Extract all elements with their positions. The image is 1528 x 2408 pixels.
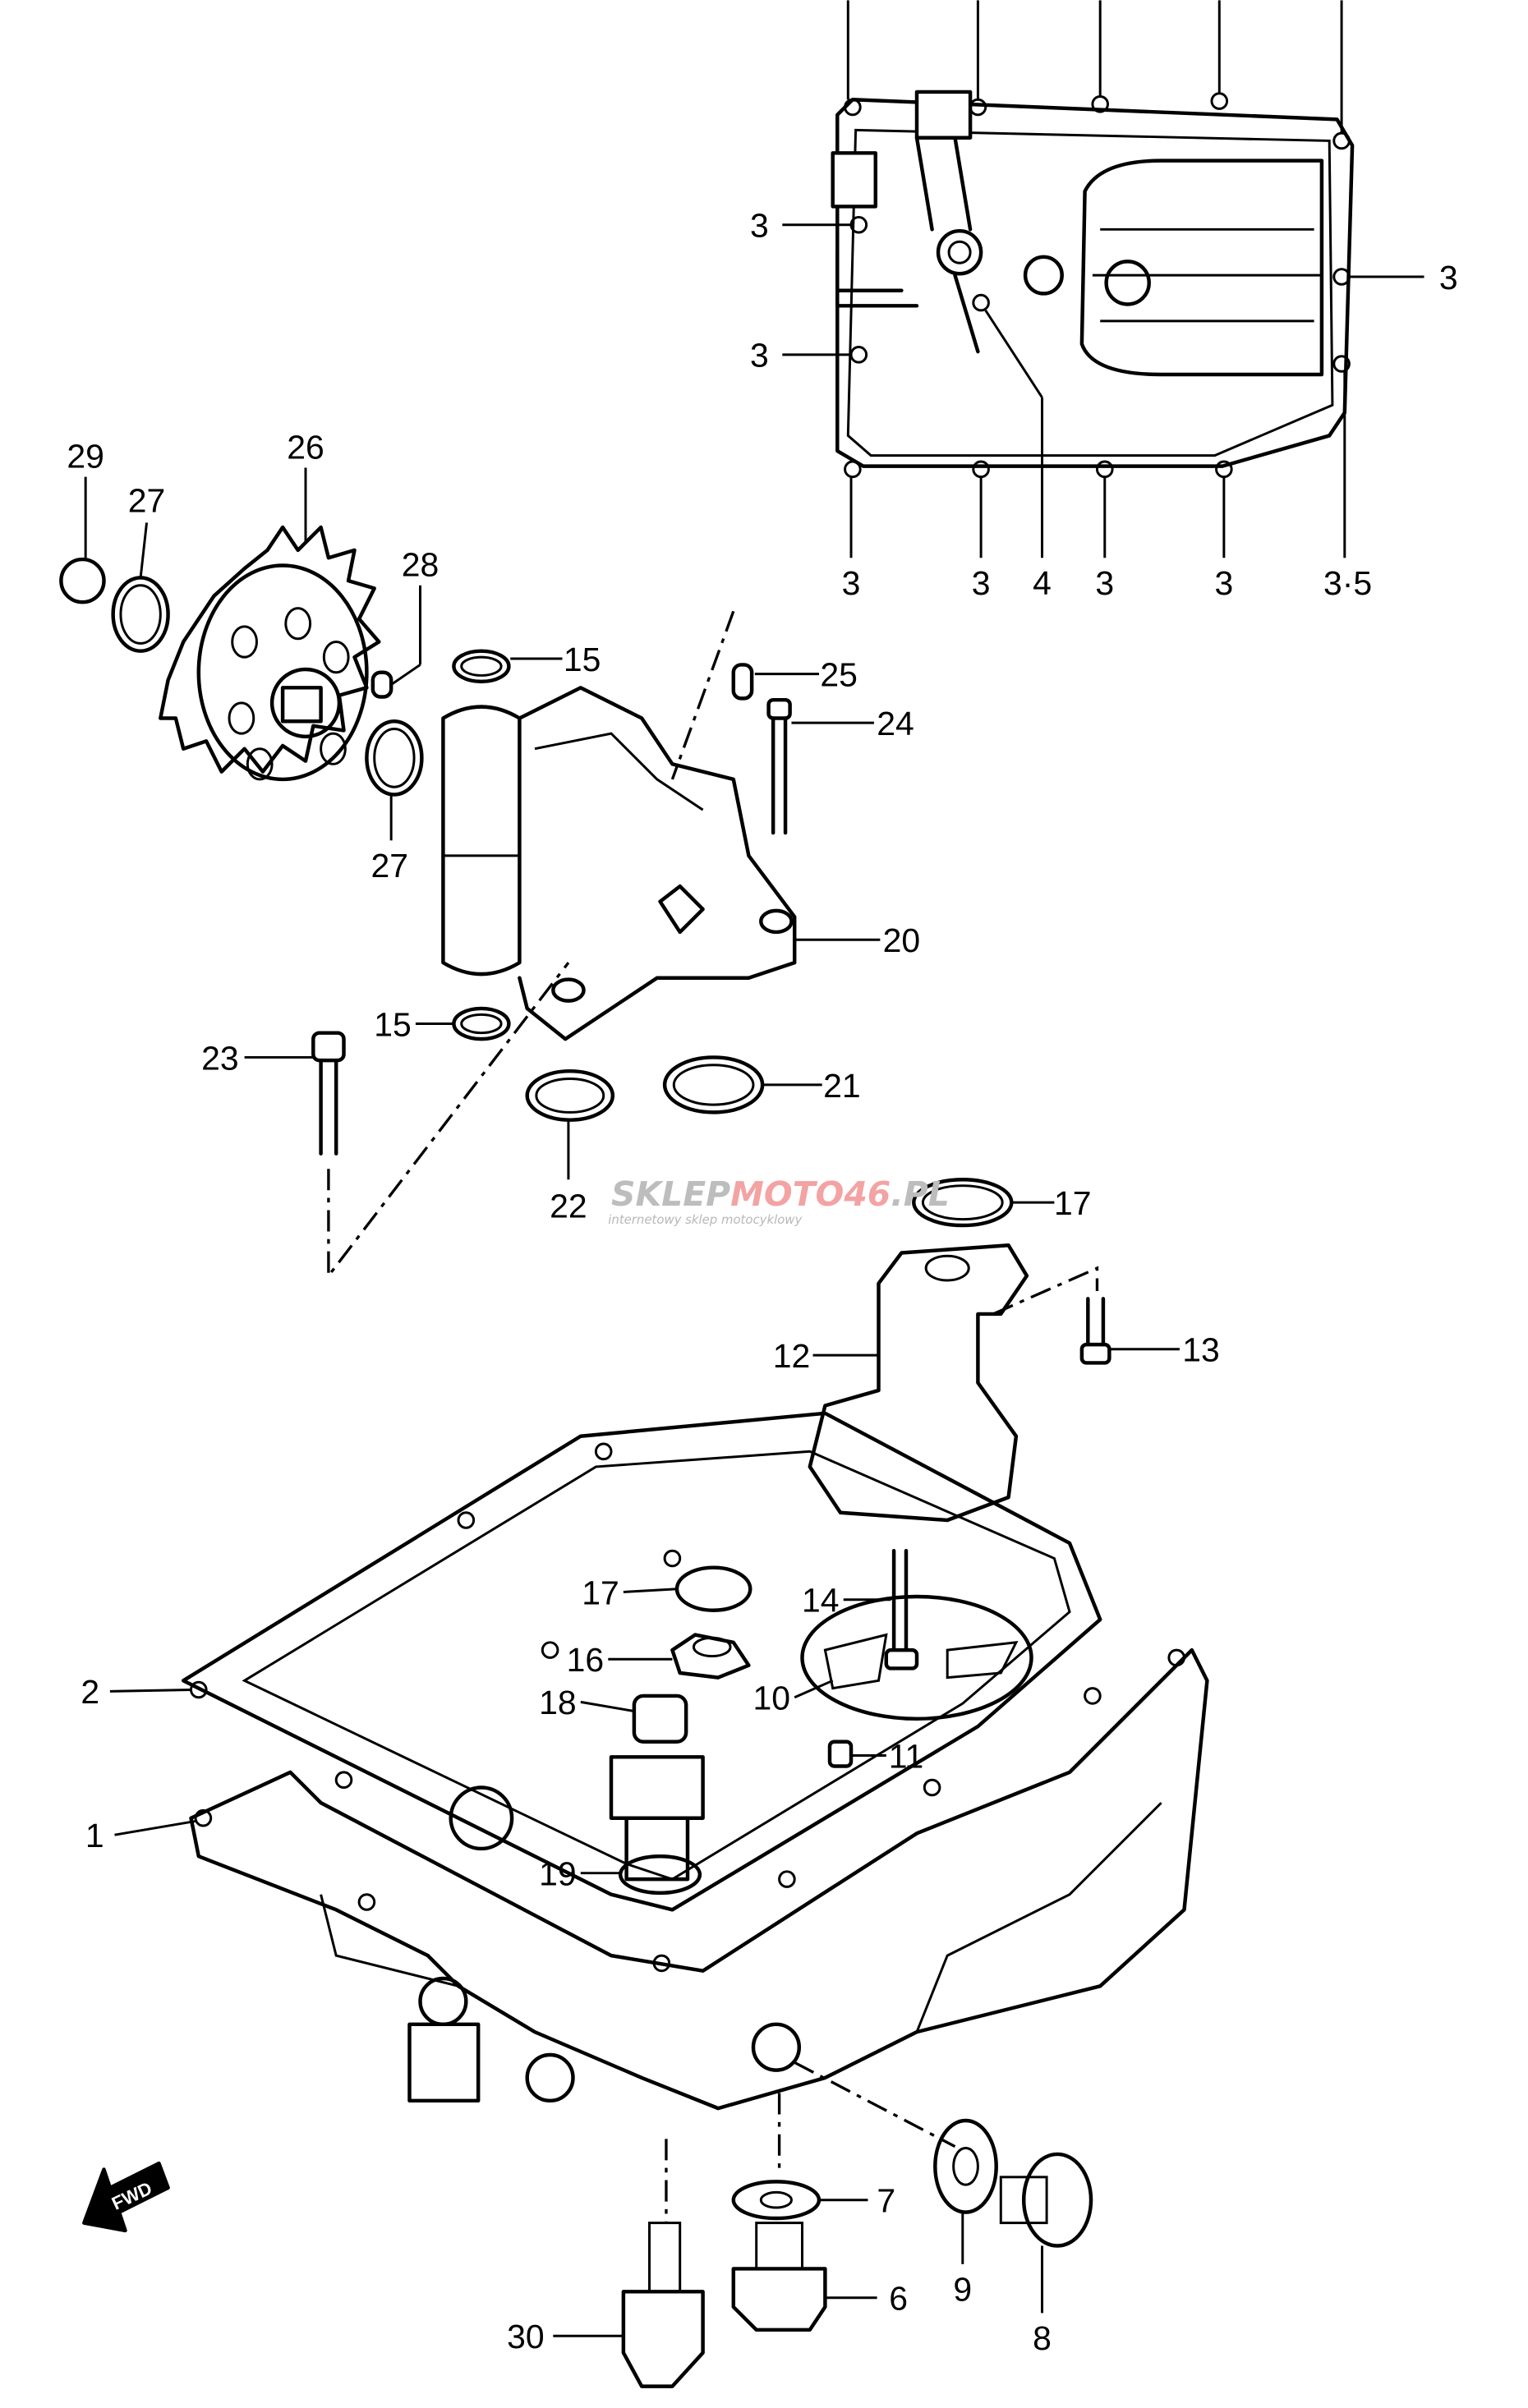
- callout-labels: 3 3 3 3 3 4 3 3 3·5 29 27 26 28 15 25 24…: [67, 207, 1457, 2357]
- callout-1: 1: [85, 1817, 104, 1854]
- callout-3: 3: [972, 564, 991, 602]
- callout-19: 19: [539, 1855, 577, 1893]
- oil-pan-top-view: [782, 0, 1424, 558]
- callout-3: 3: [750, 207, 769, 245]
- callout-4: 4: [1033, 564, 1052, 602]
- callout-3: 3: [1439, 259, 1458, 296]
- callout-25: 25: [820, 655, 858, 693]
- callout-27: 27: [128, 481, 166, 519]
- callout-9: 9: [953, 2270, 972, 2308]
- callout-3: 3: [842, 564, 861, 602]
- callout-16: 16: [567, 1641, 605, 1679]
- callout-17: 17: [582, 1574, 619, 1611]
- callout-29: 29: [67, 437, 104, 475]
- forward-direction-arrow: FWD: [82, 2161, 170, 2233]
- callout-7: 7: [877, 2182, 895, 2220]
- watermark-logo: SKLEPMOTO46.PL internetowy sklep motocyk…: [608, 1174, 950, 1227]
- callout-11: 11: [889, 1737, 923, 1775]
- watermark-tagline: internetowy sklep motocyklowy: [608, 1212, 802, 1227]
- drain-bolts-group: [621, 2118, 1093, 2388]
- callout-28: 28: [402, 546, 440, 584]
- callout-13: 13: [1182, 1331, 1220, 1369]
- oil-strainer-group: [808, 1178, 1111, 1523]
- callout-24: 24: [877, 705, 914, 742]
- callout-14: 14: [802, 1582, 840, 1620]
- callout-3: 3: [1095, 564, 1114, 602]
- callout-18: 18: [539, 1684, 577, 1721]
- callout-30: 30: [507, 2318, 545, 2355]
- callout-15: 15: [564, 641, 601, 678]
- callout-3-5: 3·5: [1323, 564, 1372, 602]
- callout-26: 26: [287, 428, 324, 466]
- callout-20: 20: [883, 921, 921, 959]
- callout-8: 8: [1033, 2319, 1052, 2357]
- callout-2: 2: [81, 1673, 99, 1711]
- callout-23: 23: [201, 1039, 239, 1077]
- callout-12: 12: [773, 1337, 811, 1375]
- leader-lines: [84, 467, 1180, 2337]
- callout-10: 10: [753, 1680, 791, 1717]
- callout-21: 21: [823, 1067, 861, 1105]
- callout-22: 22: [550, 1188, 587, 1225]
- callout-3: 3: [750, 337, 769, 375]
- svg-text:SKLEPMOTO46.PL: SKLEPMOTO46.PL: [611, 1174, 950, 1214]
- callout-15: 15: [374, 1005, 412, 1043]
- callout-27: 27: [371, 847, 409, 885]
- callout-17: 17: [1054, 1184, 1092, 1222]
- callout-3: 3: [1214, 564, 1233, 602]
- oil-pump-group: [59, 525, 797, 1280]
- oil-pan-group: [181, 1411, 1209, 2223]
- callout-6: 6: [889, 2280, 908, 2318]
